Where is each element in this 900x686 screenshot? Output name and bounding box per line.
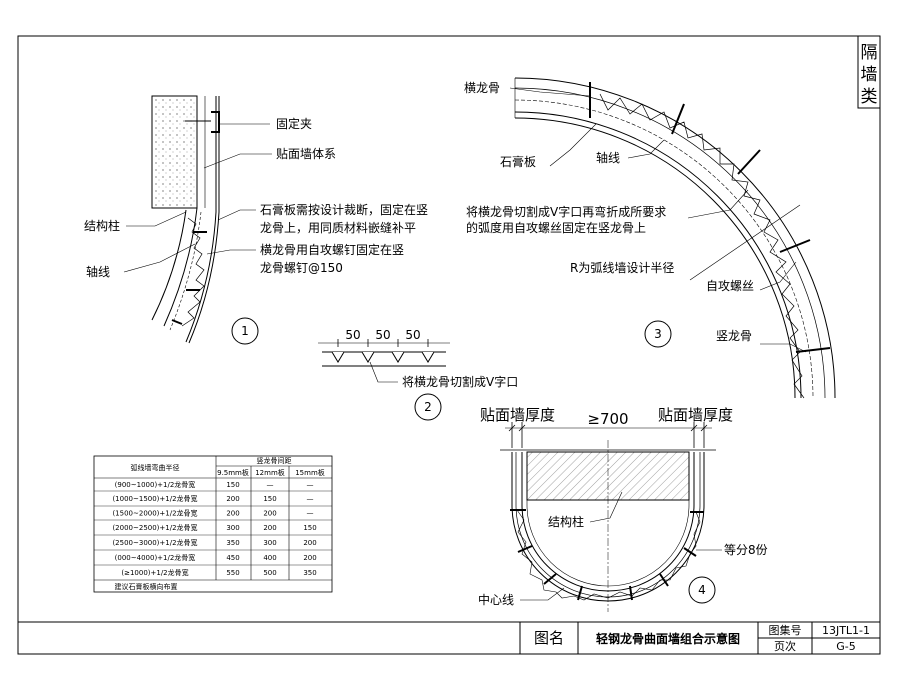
callout-axis: 轴线 [596, 150, 620, 165]
table-cell-spacing: 200 [226, 495, 239, 503]
title-block: 图名 轻钢龙骨曲面墙组合示意图 图集号 13JTL1-1 页次 G-5 [18, 621, 880, 654]
table-cell-spacing: 200 [263, 524, 276, 532]
table-cell-radius: (1500~2000)+1/2龙骨宽 [112, 509, 197, 518]
table-cell-spacing: 550 [226, 569, 239, 577]
dim-min-width: ≥700 [587, 410, 628, 428]
detail-3-arc-wall: 横龙骨 石膏板 轴线 将横龙骨切割成V字口再弯折成所要求 的弧度用自攻螺丝固定在… [464, 77, 836, 399]
table-cell-spacing: 200 [303, 539, 316, 547]
callout-vertical-keel: 竖龙骨 [716, 329, 752, 343]
table-footer: 建议石膏板横向布置 [115, 582, 178, 591]
callout-cut-note: 的弧度用自攻螺丝固定在竖龙骨上 [466, 220, 646, 235]
dimension-value: 50 [405, 328, 420, 342]
table-cell-spacing: 500 [263, 569, 276, 577]
table-header-radius: 弧线墙弯曲半径 [131, 463, 180, 472]
table-cell-spacing: 150 [226, 481, 239, 489]
table-cell-spacing: 200 [303, 554, 316, 562]
detail-number: 4 [698, 583, 706, 597]
table-cell-spacing: 350 [226, 539, 239, 547]
table-subheader: 15mm板 [295, 468, 325, 477]
callout-screw-note: 横龙骨用自攻螺钉固定在竖 [260, 242, 404, 257]
callout-facing-system: 贴面墙体系 [276, 147, 336, 161]
dim-facing-thickness-left: 贴面墙厚度 [480, 406, 555, 424]
structural-column [151, 95, 198, 209]
table-cell-radius: (≥1000)+1/2龙骨宽 [121, 568, 188, 577]
side-tab-char: 墙 [861, 65, 878, 85]
table-cell-spacing: — [267, 481, 274, 489]
detail-2-v-cut: 50 50 50 将横龙骨切割成V字口 2 [318, 328, 518, 421]
table-cell-radius: (1000~1500)+1/2龙骨宽 [112, 494, 197, 503]
table-cell-radius: (2500~3000)+1/2龙骨宽 [112, 538, 197, 547]
drawing-title: 轻钢龙骨曲面墙组合示意图 [596, 631, 740, 646]
label-drawing-name: 图名 [534, 629, 564, 647]
detail-marker-4 [688, 576, 716, 604]
detail-number: 1 [241, 324, 249, 338]
table-header-group: 竖龙骨间距 [257, 456, 292, 465]
table-cell-spacing: — [307, 510, 314, 518]
sheet-border [17, 35, 881, 655]
dim-facing-thickness-right: 贴面墙厚度 [658, 406, 733, 424]
table-cell-spacing: 200 [263, 510, 276, 518]
table-cell-spacing: — [307, 481, 314, 489]
page-number: G-5 [836, 640, 856, 653]
detail-marker-2 [414, 393, 442, 421]
dimension-value: 50 [375, 328, 390, 342]
callout-structural-column: 结构柱 [548, 514, 584, 529]
callout-divisions: 等分8份 [724, 543, 768, 557]
dimension-value: 50 [345, 328, 360, 342]
detail-number: 3 [654, 327, 662, 341]
table-cell-spacing: 200 [226, 510, 239, 518]
callout-centerline: 中心线 [478, 592, 514, 607]
table-cell-spacing: 300 [226, 524, 239, 532]
table-cell-radius: (2000~2500)+1/2龙骨宽 [112, 523, 197, 532]
callout-horizontal-keel: 横龙骨 [464, 81, 500, 95]
table-cell-radius: (900~1000)+1/2龙骨宽 [115, 480, 196, 489]
callout-gypsum-board: 石膏板 [500, 154, 536, 169]
callout-self-tapping-screw: 自攻螺丝 [706, 279, 754, 293]
detail-number: 2 [424, 400, 432, 414]
label-page-no: 页次 [774, 639, 796, 653]
side-tab-char: 隔 [861, 43, 878, 63]
callout-gypsum-note: 龙骨上，用同质材料嵌缝补平 [260, 220, 416, 235]
side-tab: 隔 墙 类 [857, 35, 881, 109]
detail-marker-1 [231, 317, 259, 345]
table-cell-spacing: — [307, 495, 314, 503]
atlas-number: 13JTL1-1 [822, 624, 870, 637]
callout-cut-note: 将横龙骨切割成V字口再弯折成所要求 [466, 204, 666, 219]
table-subheader: 12mm板 [255, 468, 285, 477]
table-cell-spacing: 400 [263, 554, 276, 562]
callout-clamp: 固定夹 [276, 116, 312, 131]
detail-1-section: 固定夹 贴面墙体系 石膏板需按设计裁断，固定在竖 龙骨上，用同质材料嵌缝补平 结… [84, 95, 428, 345]
table-cell-spacing: 300 [263, 539, 276, 547]
side-tab-char: 类 [861, 87, 878, 107]
callout-gypsum-note: 石膏板需按设计裁断，固定在竖 [260, 202, 428, 217]
table-cell-spacing: 150 [303, 524, 316, 532]
label-atlas-no: 图集号 [769, 623, 802, 637]
table-cell-spacing: 150 [263, 495, 276, 503]
callout-screw-note: 龙骨螺钉@150 [260, 261, 343, 275]
keel-spacing-table: 弧线墙弯曲半径 竖龙骨间距 9.5mm板 12mm板 15mm板 (900~10… [93, 455, 333, 593]
table-cell-radius: (000~4000)+1/2龙骨宽 [115, 553, 196, 562]
callout-axis: 轴线 [86, 264, 110, 279]
table-cell-spacing: 450 [226, 554, 239, 562]
v-cut-note: 将横龙骨切割成V字口 [402, 374, 518, 389]
callout-structural-column: 结构柱 [84, 218, 120, 233]
callout-radius-note: R为弧线墙设计半径 [570, 261, 674, 275]
detail-4-u-wall: 贴面墙厚度 ≥700 贴面墙厚度 结构柱 等分8份 [478, 406, 768, 612]
table-cell-spacing: 350 [303, 569, 316, 577]
detail-marker-3 [644, 320, 672, 348]
table-subheader: 9.5mm板 [217, 468, 249, 477]
